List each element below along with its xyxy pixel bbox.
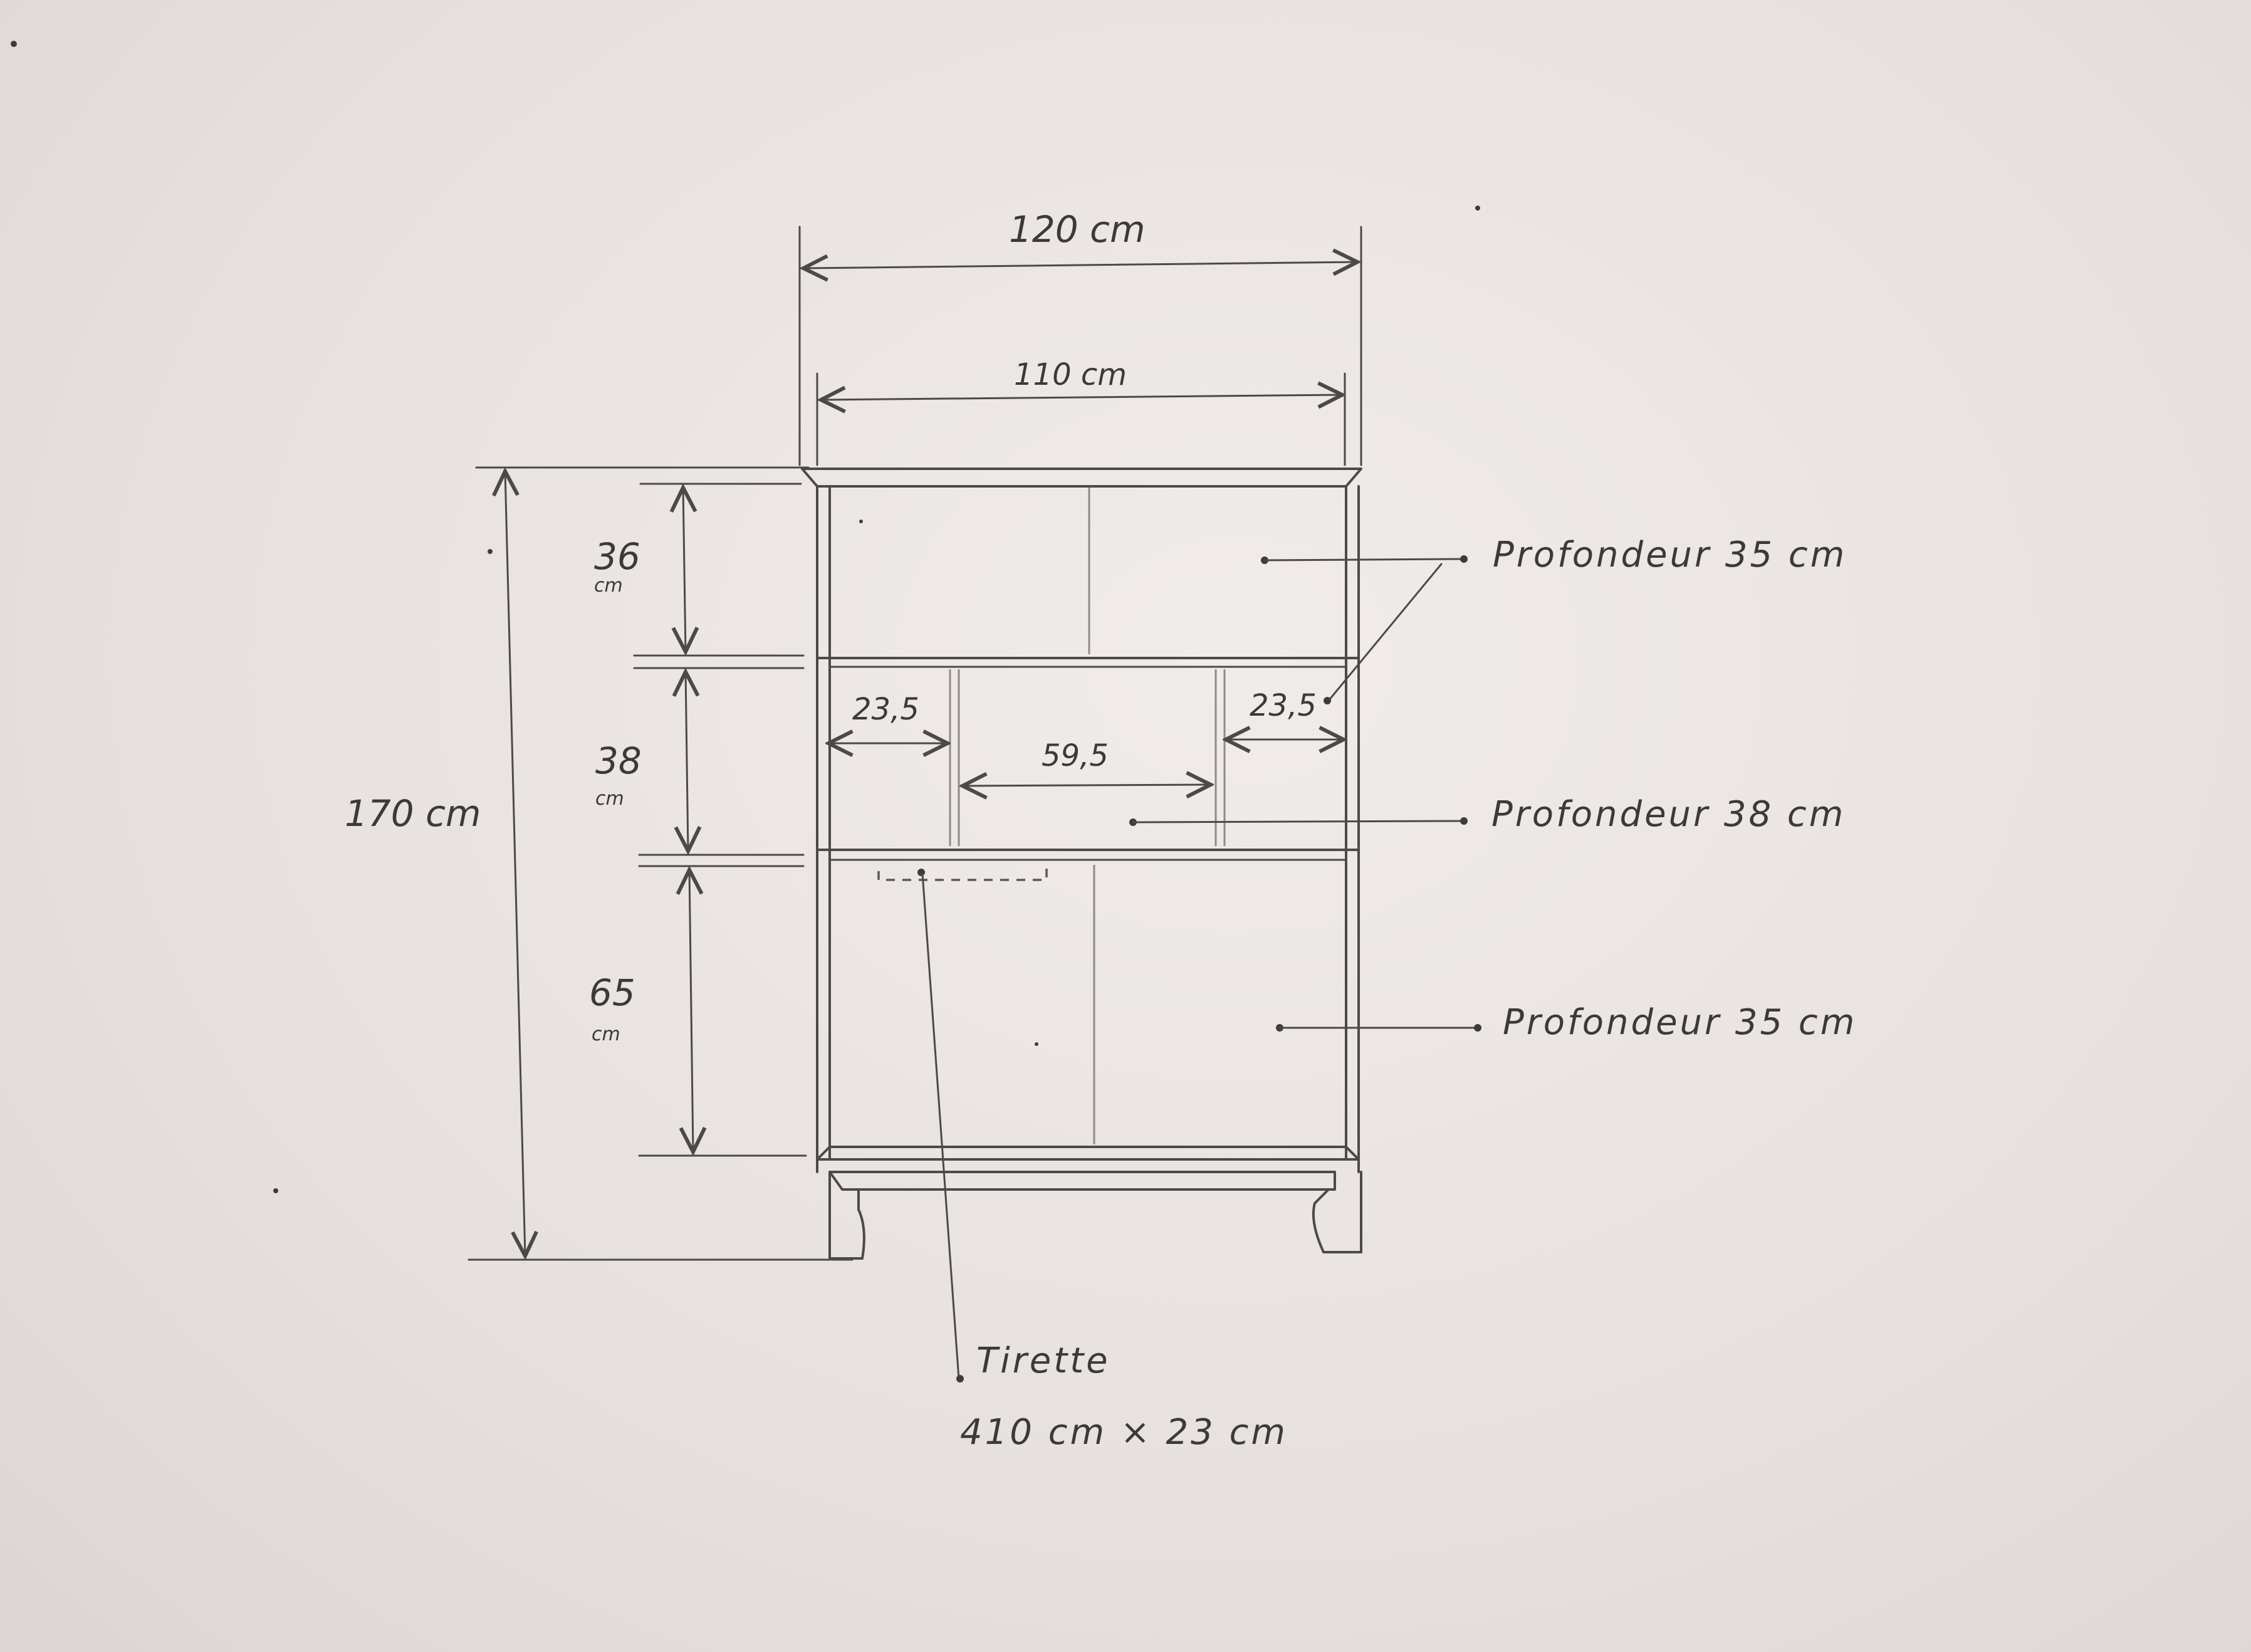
speck <box>859 520 863 523</box>
leader-diagonal <box>1327 563 1443 702</box>
section-height-dimensions <box>633 483 807 1157</box>
left-compartment-width: 23,5 <box>852 692 919 727</box>
dim-bottom-section <box>689 870 693 1152</box>
leader-lines <box>917 555 1481 1383</box>
speck <box>488 549 493 554</box>
leader-dot-pullout <box>917 869 925 876</box>
right-compartment-width: 23,5 <box>1250 688 1317 723</box>
bottom-section-unit: cm <box>592 1023 620 1045</box>
leader-middle <box>1132 820 1464 823</box>
middle-section-unit: cm <box>595 788 624 810</box>
leader-dot-pullout-end <box>956 1375 964 1383</box>
pullout-label: Tirette <box>976 1341 1110 1381</box>
leader-pullout <box>921 872 960 1380</box>
cabinet-drawing <box>801 468 1362 1260</box>
dim-middle-section <box>686 672 688 851</box>
depth-note-bottom: Profondeur 35 cm <box>1503 1002 1857 1043</box>
top-section-height: 36 <box>594 535 640 578</box>
speck <box>11 41 17 47</box>
speck <box>273 1188 278 1193</box>
right-foot <box>1312 1171 1362 1253</box>
dim-outer-width <box>803 262 1357 268</box>
leader-dot-top-end <box>1460 555 1468 563</box>
dim-inner-width <box>821 395 1342 400</box>
top-slab <box>801 468 1362 488</box>
height-dimension <box>467 466 854 1261</box>
pullout-size: 410 cm × 23 cm <box>960 1412 1288 1453</box>
center-compartment-width: 59,5 <box>1042 738 1109 773</box>
depth-note-middle: Profondeur 38 cm <box>1491 794 1846 835</box>
inner-width-label: 110 cm <box>1014 357 1127 392</box>
total-height-label: 170 cm <box>345 792 481 835</box>
plinth <box>828 1171 1336 1191</box>
outer-width-label: 120 cm <box>1009 208 1146 251</box>
leader-dot-bottom-end <box>1474 1024 1481 1032</box>
dim-center-compartment <box>963 785 1211 786</box>
leader-dot-middle-end <box>1460 817 1468 825</box>
depth-note-top: Profondeur 35 cm <box>1493 535 1847 575</box>
pullout-outline <box>877 869 1048 881</box>
middle-section-height: 38 <box>595 740 642 782</box>
leader-top <box>1263 558 1463 562</box>
bottom-plate <box>816 1146 1360 1161</box>
leader-dot-diagonal <box>1324 697 1331 704</box>
compartment-dimensions <box>828 740 1344 786</box>
dim-top-section <box>683 488 686 652</box>
speck <box>1475 206 1480 211</box>
dim-total-height <box>505 471 525 1256</box>
top-section-unit: cm <box>594 575 623 597</box>
left-foot <box>828 1171 865 1260</box>
width-dimensions <box>798 226 1362 466</box>
speck <box>1035 1042 1038 1046</box>
bottom-section-height: 65 <box>589 971 635 1014</box>
